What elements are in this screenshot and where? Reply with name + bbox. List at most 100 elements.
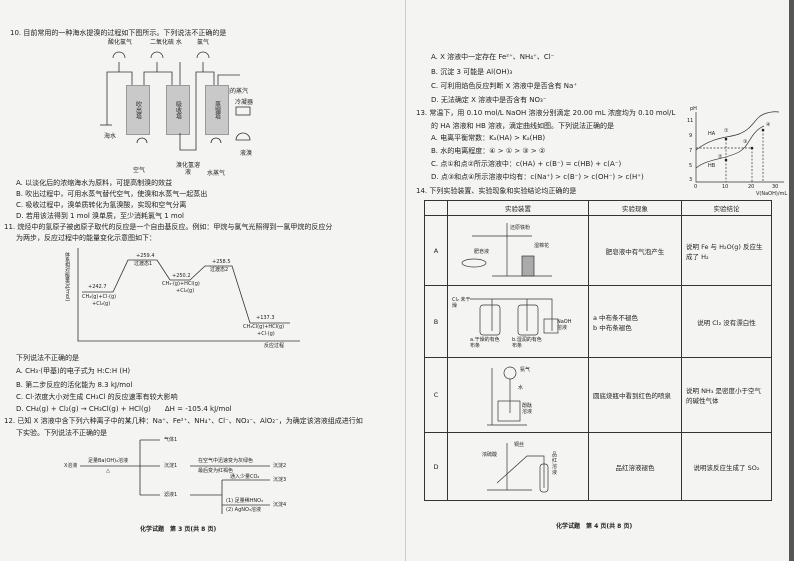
q13-option-d: D. 点③和点④所示溶液中均有：c(Na⁺) > c(B⁻) > c(OH⁻) … — [431, 173, 644, 181]
ytick: 5 — [689, 163, 693, 169]
q13-stem: 13. 常温下，用 0.10 mol/L NaOH 溶液分别滴定 20.00 m… — [416, 109, 676, 117]
flow-lines — [80, 439, 270, 514]
q11-question: 下列说法不正确的是 — [16, 354, 79, 362]
absorption-tower: 吸收塔 — [166, 85, 190, 135]
titration-lines — [695, 111, 784, 183]
energy-lines — [77, 248, 300, 342]
label-ammonia: 氨气 — [520, 366, 531, 373]
label-liquid-bromine: 液溴 — [240, 150, 253, 157]
q11-option-b: B. 第二步反应的活化能为 8.3 kJ/mol — [16, 381, 133, 389]
conclusion-a: 说明 Fe 与 H₂O(g) 反应生成了 H₂ — [681, 215, 772, 286]
q10-stem: 10. 目前常用的一种海水提溴的过程如下图所示。下列说法不正确的是 — [10, 29, 227, 37]
label-water: 水 — [518, 384, 524, 391]
label-naoh: NaOH 溶液 — [557, 318, 572, 331]
xtick: 20 — [748, 184, 755, 190]
label-cl2-undried: Cl₂ 未干燥 — [452, 296, 471, 309]
table-row: B Cl₂ 未干燥 a.干燥的有色布条 b.湿润的有色布条 NaOH 溶液 a … — [424, 285, 772, 358]
level-5-value: +137.3 — [256, 315, 275, 321]
ytick: 11 — [687, 118, 694, 124]
level-3-value: +250.2 — [172, 273, 191, 279]
flow-x-solution: X溶液 — [64, 463, 78, 469]
q12-option-b: B. 沉淀 3 可能是 Al(OH)₃ — [431, 68, 513, 76]
flow-hno3: (1) 足量稀HNO₃ — [226, 498, 264, 504]
flow-ppt3: 沉淀3 — [273, 477, 287, 483]
phenomenon-c: 圆底烧瓶中看到红色的喷泉 — [588, 357, 682, 433]
label-chlorine: 氯气 — [197, 39, 210, 46]
table-header-row: 实验装置 实验现象 实验结论 — [424, 200, 772, 216]
label-wet-cloth: b.湿润的有色布条 — [512, 336, 542, 349]
page-4: A. X 溶液中一定存在 Fe²⁺、NH₄⁺、Cl⁻ B. 沉淀 3 可能是 A… — [405, 0, 794, 561]
label-iron-powder: 还原铁粉 — [510, 224, 531, 231]
apparatus-b-drawing — [470, 298, 559, 335]
q12-option-d: D. 无法确定 X 溶液中是否含有 NO₃⁻ — [431, 96, 547, 104]
conclusion-c: 说明 NH₃ 是密度小于空气的碱性气体 — [681, 357, 772, 433]
ph-axis-label: pH — [690, 106, 697, 112]
energy-x-label: 反应过程 — [264, 343, 285, 349]
label-air: 空气 — [133, 167, 146, 174]
point-3-label: ③ — [743, 139, 748, 145]
q12-stem: 12. 已知 X 溶液中含下列六种离子中的某几种：Na⁺、Fe²⁺、NH₄⁺、C… — [4, 417, 363, 425]
flow-ppt4: 沉淀4 — [273, 502, 287, 508]
curve-ha-label: HA — [708, 131, 716, 137]
header-phenomenon: 实验现象 — [588, 200, 682, 216]
page-4-footer: 化学试题 第 4 页(共 8 页) — [556, 523, 633, 530]
table-row: C 氨气 水 酚酞溶液 圆底烧瓶中看到红色的喷泉 说明 NH₃ 是密度小于空气的… — [424, 357, 772, 433]
q11-option-c: C. Cl·浓度大小对生成 CH₃Cl 的反应速率有较大影响 — [16, 393, 178, 401]
conclusion-d: 说明该反应生成了 SO₂ — [681, 432, 772, 501]
q10-diagram-lines — [100, 51, 251, 151]
label-seawater: 海水 — [104, 133, 117, 140]
level-3-species2: +Cl₂(g) — [176, 288, 195, 294]
ytick: 3 — [689, 177, 693, 183]
q10-option-b: B. 吹出过程中，可用水蒸气替代空气，使溴和水蒸气一起蒸出 — [16, 190, 208, 198]
label-conc-h2so4: 浓硫酸 — [482, 451, 498, 458]
row-label: D — [424, 432, 448, 501]
level-3-species: CH₃·(g)+HCl(g) — [162, 281, 200, 287]
q13-option-c: C. 点①和点②所示溶液中：c(HA) + c(B⁻) = c(HB) + c(… — [431, 160, 622, 168]
apparatus-c: 氨气 水 酚酞溶液 — [447, 357, 589, 433]
apparatus-a: 还原铁粉 湿棉花 肥皂液 — [447, 215, 589, 286]
q11-option-d: D. CH₄(g) + Cl₂(g) → CH₃Cl(g) + HCl(g) Δ… — [16, 405, 232, 413]
label-copper-wire: 铜丝 — [514, 441, 525, 448]
label-steam: 水蒸气 — [207, 170, 226, 177]
point-4-label: ④ — [766, 122, 771, 128]
phenomenon-d: 品红溶液褪色 — [588, 432, 682, 501]
scan-edge — [789, 0, 794, 561]
row-label: B — [424, 285, 448, 358]
flow-agno3: (2) AgNO₃溶液 — [226, 507, 261, 513]
label-soap-solution: 肥皂液 — [474, 248, 490, 255]
q10-option-a: A. 以淡化后的浓缩海水为原料，可提高制溴的效益 — [16, 179, 173, 187]
header-blank — [424, 200, 448, 216]
label-wet-cotton: 湿棉花 — [534, 242, 550, 249]
apparatus-d: 铜丝 浓硫酸 品红溶液 — [447, 432, 589, 501]
flow-reagent: 足量Ba(OH)₂溶液 — [88, 458, 129, 464]
level-5-species: CH₃Cl(g)+HCl(g) — [243, 324, 285, 330]
q12-option-c: C. 可利用焰色反应判断 X 溶液中是否含有 Na⁺ — [431, 82, 578, 90]
table-row: D 铜丝 浓硫酸 品红溶液 品红溶液褪色 说明该反应生成了 SO₂ — [424, 432, 772, 501]
distillation-tower: 蒸馏塔 — [205, 85, 229, 135]
level-2-species: 过渡态1 — [134, 261, 153, 267]
q12-option-a: A. X 溶液中一定存在 Fe²⁺、NH₄⁺、Cl⁻ — [431, 53, 555, 61]
point-2-label: ② — [718, 154, 723, 160]
q13-stem-cont: 的 HA 溶液和 HB 溶液，滴定曲线如图。下列说法正确的是 — [431, 122, 615, 130]
header-conclusion: 实验结论 — [681, 200, 772, 216]
label-condenser: 冷凝器 — [235, 99, 254, 106]
flow-air-top: 在空气中迅速变为灰绿色 — [198, 458, 254, 464]
flow-ppt2: 沉淀2 — [273, 463, 287, 469]
volume-axis-label: V(NaOH)/mL — [756, 191, 788, 197]
label-dry-cloth: a.干燥的有色布条 — [470, 336, 500, 349]
q13-option-a: A. 电离平衡常数：Kₐ(HA) > Kₐ(HB) — [431, 134, 546, 142]
phenomenon-b: a 中布条不褪色 b 中布条褪色 — [588, 285, 682, 358]
page-3: 10. 目前常用的一种海水提溴的过程如下图所示。下列说法不正确的是 酸化氯气 二… — [4, 29, 363, 533]
q11-stem: 11. 烷烃中的氢原子被卤原子取代的反应是一个自由基反应。例如：甲烷与氯气光照得… — [4, 223, 333, 231]
q12-stem-cont: 下实验。下列说法不正确的是 — [16, 429, 107, 437]
apparatus-b: Cl₂ 未干燥 a.干燥的有色布条 b.湿润的有色布条 NaOH 溶液 — [447, 285, 589, 358]
xtick: 30 — [772, 184, 779, 190]
label-hbr-solution: 溴化氢溶液 — [176, 162, 201, 176]
flow-gas1: 气体1 — [164, 437, 178, 443]
row-label: C — [424, 357, 448, 433]
level-1-species2: +Cl₂(g) — [92, 301, 111, 307]
table-row: A 还原铁粉 湿棉花 肥皂液 肥皂液中有气泡产生 说明 Fe 与 H₂O(g) … — [424, 215, 772, 286]
q10-option-d: D. 若用该法得到 1 mol 溴单质，至少消耗氯气 1 mol — [16, 212, 184, 220]
flow-co2: 通入少量CO₂ — [230, 474, 260, 480]
header-apparatus: 实验装置 — [447, 200, 589, 216]
